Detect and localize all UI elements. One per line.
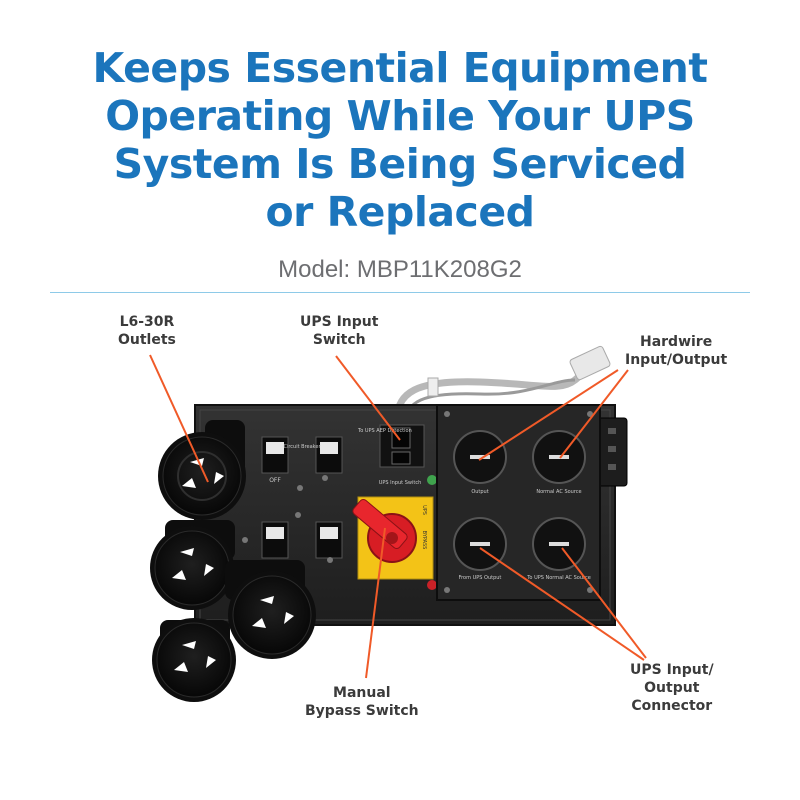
callout-input-switch: UPS Input Switch <box>300 313 378 349</box>
callout-hardwire-line-2: Input/Output <box>625 352 728 368</box>
plug-3 <box>225 560 316 659</box>
input-switch-label: UPS Input Switch <box>379 480 422 486</box>
green-indicator <box>427 475 437 485</box>
leader-connector-2 <box>561 547 647 659</box>
callout-connector: UPS Input/ Output Connector <box>630 661 714 715</box>
to-ups-label: To UPS Normal AC Source <box>526 575 591 581</box>
leader-bypass <box>365 527 386 679</box>
leader-lines <box>149 354 647 679</box>
callout-outlets-line-1: L6-30R <box>119 314 175 330</box>
callout-outlets-line-2: Outlets <box>118 332 176 348</box>
manual-bypass-switch: BYPASS UPS <box>352 496 434 580</box>
output-label: Output <box>471 489 488 495</box>
ups-panel-label: UPS <box>421 505 427 515</box>
circuit-breakers: OFF Circuit Breaker ON <box>219 435 343 569</box>
callout-bypass: Manual Bypass Switch <box>305 684 419 720</box>
leader-input-switch <box>335 355 401 441</box>
headline-line-2: Operating While Your UPS <box>105 92 695 140</box>
callout-hardwire-line-1: Hardwire <box>639 334 713 350</box>
normal-ac-label: Normal AC Source <box>536 489 581 495</box>
callout-input-switch-line-1: UPS Input <box>300 314 379 330</box>
leader-hardwire-2 <box>559 369 629 459</box>
divider <box>50 292 750 293</box>
callout-bypass-line-2: Bypass Switch <box>305 703 419 719</box>
leader-connector-1 <box>479 547 645 661</box>
callout-connector-line-1: UPS Input/ <box>630 662 714 678</box>
leader-hardwire-1 <box>478 369 619 461</box>
cable-tie <box>427 377 439 397</box>
red-indicator <box>427 580 437 590</box>
breaker-1: OFF Circuit Breaker <box>261 436 343 484</box>
callout-connector-line-3: Connector <box>631 698 713 714</box>
headline-line-3: System Is Being Serviced <box>113 140 687 188</box>
leader-outlets <box>149 354 209 483</box>
model-number: Model: MBP11K208G2 <box>278 256 522 283</box>
from-ups-label: From UPS Output <box>459 575 502 581</box>
callout-outlets: L6-30R Outlets <box>118 313 176 349</box>
plug-1 <box>158 420 246 520</box>
plug-2 <box>150 520 235 610</box>
callout-bypass-line-1: Manual <box>333 685 391 701</box>
breaker-off-label: OFF <box>269 477 281 484</box>
detection-label: To UPS AEP Detection <box>357 428 412 434</box>
ups-input-switch: To UPS AEP Detection UPS Input Switch <box>357 424 425 486</box>
hardwire-box: Output Normal AC Source From UPS Output … <box>436 404 601 601</box>
bypass-panel-label: BYPASS <box>421 531 427 550</box>
callout-hardwire: Hardwire Input/Output <box>625 333 727 369</box>
breaker-label: Circuit Breaker <box>283 444 321 450</box>
plug-4 <box>152 618 236 702</box>
headline-line-4: or Replaced <box>265 188 535 236</box>
callout-connector-line-2: Output <box>644 680 700 696</box>
headline: Keeps Essential Equipment Operating Whil… <box>40 44 760 236</box>
headline-line-1: Keeps Essential Equipment <box>92 44 708 92</box>
callout-input-switch-line-2: Switch <box>312 332 366 348</box>
breaker-2: ON <box>261 521 343 569</box>
